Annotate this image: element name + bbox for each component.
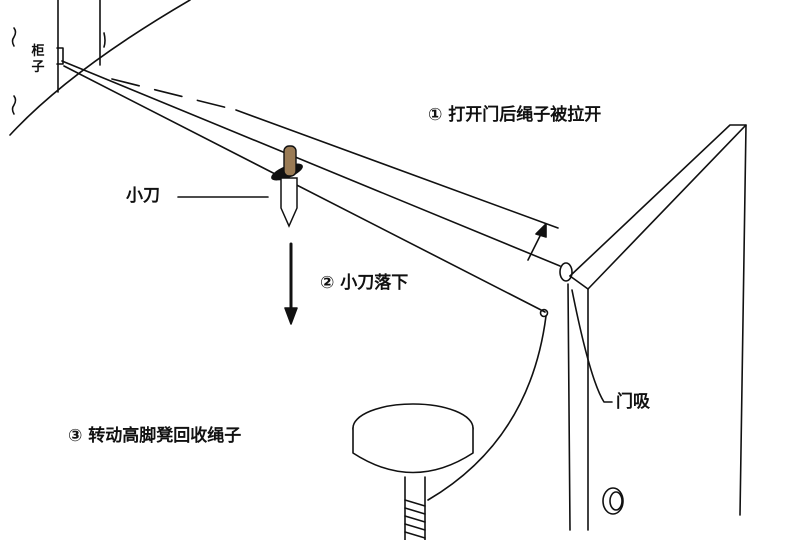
- door-stop-base-inner: [609, 491, 623, 511]
- cabinet-label-char1: 柜: [31, 44, 45, 59]
- step1-label: ① 打开门后绳子被拉开: [428, 105, 602, 125]
- cabinet-edge: [9, 0, 191, 136]
- rope-original-dashed: [111, 78, 237, 111]
- door-stop-leader: [571, 289, 613, 403]
- door-stop-base: [602, 487, 624, 515]
- rope-original: [235, 109, 559, 229]
- pulley: [539, 308, 549, 318]
- door-front-edge: [569, 275, 589, 290]
- rope-to-stool: [427, 315, 547, 501]
- door-front-edge-left: [567, 283, 571, 531]
- pull-arrow-head: [535, 223, 547, 238]
- step3-label: ③ 转动高脚凳回收绳子: [68, 426, 242, 446]
- door-stop: [559, 262, 573, 282]
- door-stop-label: 门吸: [616, 392, 650, 412]
- cabinet-bracket: [56, 47, 64, 65]
- stool-leg-threads: [404, 499, 426, 539]
- fall-arrow-head: [284, 307, 298, 325]
- cabinet-tick-bottom: [11, 95, 17, 115]
- knife: [271, 145, 303, 228]
- pull-arrow-shaft: [527, 231, 543, 261]
- cabinet-label: 柜 子: [30, 44, 46, 76]
- knife-blade: [280, 177, 298, 228]
- door-top-edge: [569, 124, 747, 290]
- cabinet-label-char2: 子: [31, 60, 45, 75]
- step2-label: ② 小刀落下: [320, 273, 409, 293]
- rope-lower: [63, 65, 546, 313]
- cabinet-hook: [103, 32, 106, 48]
- cabinet-tick-top: [11, 27, 17, 47]
- rope-pulled: [61, 60, 561, 267]
- knife-label: 小刀: [126, 186, 160, 206]
- door-far-edge: [739, 124, 747, 516]
- knife-handle: [283, 145, 297, 177]
- stool-seat-side: [352, 427, 474, 474]
